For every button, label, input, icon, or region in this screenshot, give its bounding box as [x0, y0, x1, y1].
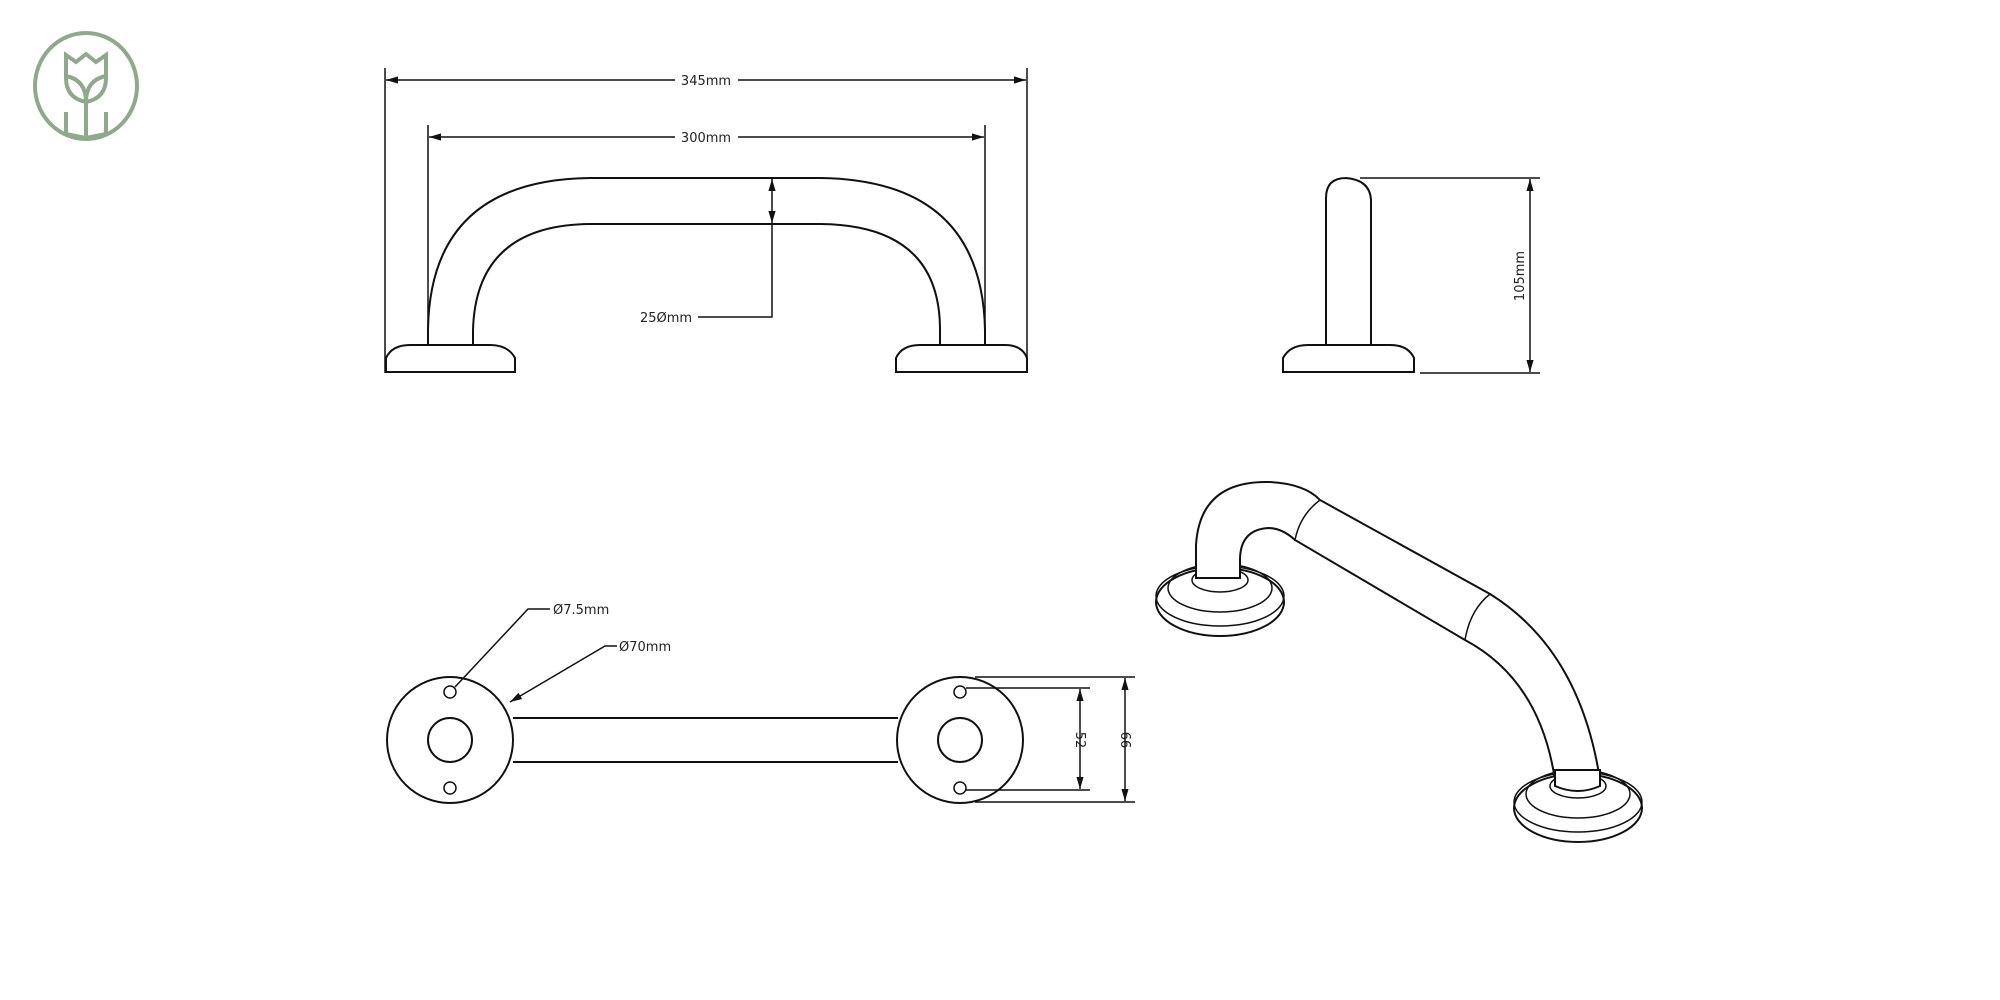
top-view: Ø7.5mm Ø70mm 52 66: [386, 603, 1135, 804]
fixing-hole-label: Ø7.5mm: [553, 603, 609, 618]
overall-width-label: 345mm: [681, 74, 731, 89]
centres-width-label: 300mm: [681, 131, 731, 146]
hole-spacing-label: 52: [1072, 732, 1087, 749]
side-view: 105mm: [1282, 176, 1540, 374]
rose-span-label: 66: [1117, 732, 1132, 749]
tulip-logo: [33, 31, 139, 141]
front-view: 345mm 300mm 25Ømm: [384, 68, 1028, 373]
tube-diameter-label: 25Ømm: [640, 311, 692, 326]
isometric-view: [1155, 480, 1643, 843]
projection-label: 105mm: [1513, 251, 1528, 301]
rose-diameter-label: Ø70mm: [619, 640, 671, 655]
